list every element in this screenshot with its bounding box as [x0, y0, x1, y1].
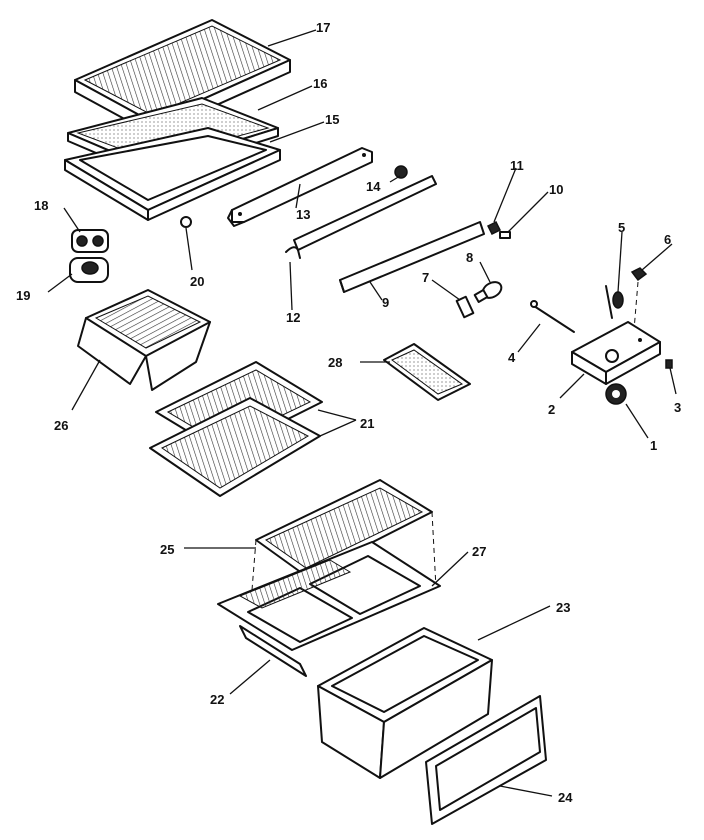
part-19-clip — [69, 257, 109, 283]
part-1-knob — [605, 383, 627, 405]
callout-24: 24 — [558, 790, 573, 805]
callout-6: 6 — [664, 232, 671, 247]
callout-14: 14 — [366, 179, 381, 194]
callout-15: 15 — [325, 112, 339, 127]
part-25-crisper-cover — [251, 479, 437, 591]
callout-1: 1 — [650, 438, 657, 453]
part-21-shelves — [149, 361, 323, 497]
part-15-shelf-frame — [64, 127, 281, 221]
callout-18: 18 — [34, 198, 48, 213]
callout-21: 21 — [360, 416, 374, 431]
callout-5: 5 — [618, 220, 625, 235]
callout-3: 3 — [674, 400, 681, 415]
part-24-drawer-front — [425, 695, 547, 825]
part-12-rail — [285, 175, 437, 259]
callout-7: 7 — [422, 270, 429, 285]
part-11-nut — [486, 220, 502, 236]
callout-23: 23 — [556, 600, 570, 615]
part-27-crisper-frame — [217, 541, 441, 651]
callout-13: 13 — [296, 207, 310, 222]
callout-28: 28 — [328, 355, 342, 370]
part-22-crisper-rail — [239, 625, 307, 677]
part-26-wire-shelf — [77, 289, 211, 391]
part-14-bushing — [394, 165, 408, 179]
part-2-housing — [571, 321, 661, 385]
callout-19: 19 — [16, 288, 30, 303]
part-3-screw — [665, 359, 673, 369]
callout-25: 25 — [160, 542, 174, 557]
part-5-fitting — [605, 285, 624, 319]
callout-4: 4 — [508, 350, 516, 365]
part-10-screw — [499, 231, 511, 239]
part-13-bracket — [227, 147, 373, 227]
leader-lines — [47, 29, 677, 797]
part-8-bulb — [473, 281, 503, 303]
callout-12: 12 — [286, 310, 300, 325]
callout-16: 16 — [313, 76, 327, 91]
callout-22: 22 — [210, 692, 224, 707]
part-23-drawer — [317, 627, 493, 779]
part-6-nut — [630, 267, 648, 331]
callout-27: 27 — [472, 544, 486, 559]
part-18-clip — [71, 229, 109, 253]
callout-labels: 17 16 15 14 13 11 10 18 19 20 12 9 8 7 5… — [16, 20, 681, 805]
callout-17: 17 — [316, 20, 330, 35]
callout-20: 20 — [190, 274, 204, 289]
callout-10: 10 — [549, 182, 563, 197]
callout-9: 9 — [382, 295, 389, 310]
part-4-rod — [530, 300, 575, 333]
callout-11: 11 — [510, 158, 524, 173]
callout-26: 26 — [54, 418, 68, 433]
part-28-ice-tray — [383, 343, 471, 401]
part-9-rail — [339, 221, 485, 293]
callout-2: 2 — [548, 402, 555, 417]
part-7-socket — [455, 295, 475, 319]
part-20-knob — [180, 216, 192, 228]
callout-8: 8 — [466, 250, 473, 265]
part-17-shelf-top — [74, 19, 291, 135]
